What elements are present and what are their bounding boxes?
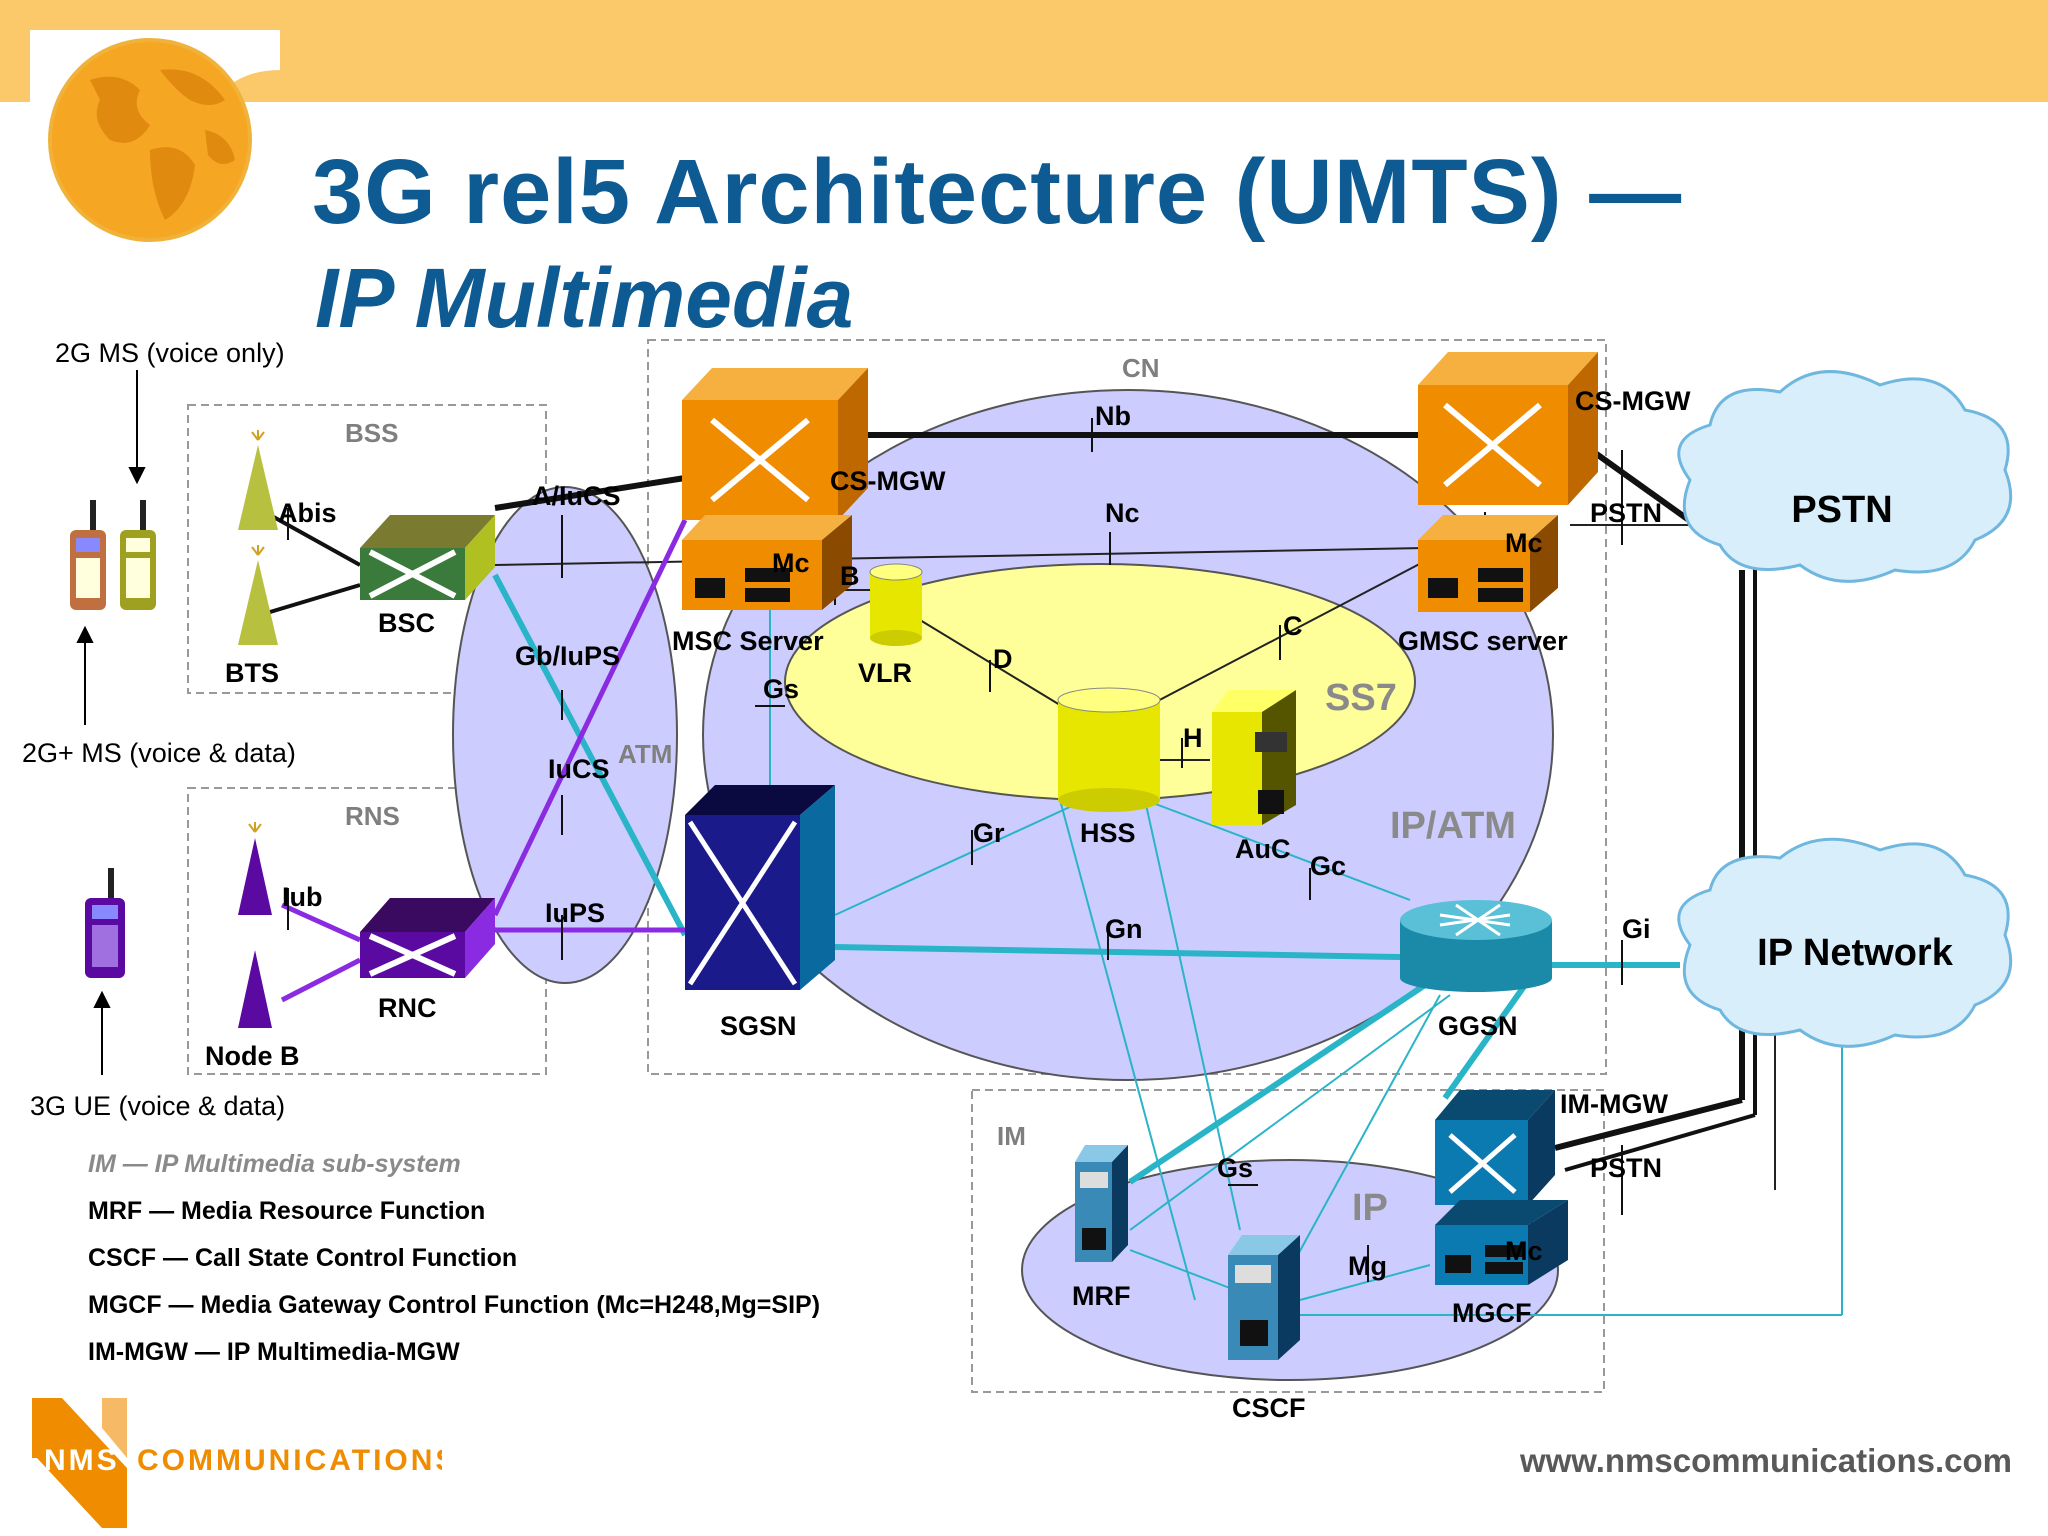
cs-mgw-left-label: CS-MGW bbox=[830, 466, 946, 496]
atm-label: ATM bbox=[618, 739, 672, 769]
pstn-label: PSTN bbox=[1791, 489, 1892, 531]
vlr-label: VLR bbox=[858, 658, 912, 688]
bsc-device bbox=[360, 515, 495, 600]
h-label: H bbox=[1183, 723, 1203, 753]
ipatm-label: IP/ATM bbox=[1390, 805, 1516, 847]
mc-msc-label: Mc bbox=[772, 548, 810, 578]
logo-nms-text: NMS bbox=[44, 1444, 120, 1477]
im-mgw-device bbox=[1435, 1090, 1555, 1205]
iups-label: IuPS bbox=[545, 898, 605, 928]
im-box bbox=[971, 1089, 1605, 1393]
gmsc-server-label: GMSC server bbox=[1398, 626, 1568, 656]
nc-label: Nc bbox=[1105, 498, 1140, 528]
nb-label: Nb bbox=[1095, 401, 1131, 431]
iucs-label: IuCS bbox=[548, 754, 610, 784]
logo-communications-text: COMMUNICATIONS bbox=[137, 1444, 442, 1477]
header-band bbox=[0, 0, 2048, 102]
nms-logo: NMS COMMUNICATIONS bbox=[32, 1398, 442, 1528]
gs-im-label: Gs bbox=[1217, 1153, 1253, 1183]
cs-mgw-right-device bbox=[1418, 352, 1598, 505]
ggsn-router bbox=[1400, 900, 1552, 992]
bsc-label: BSC bbox=[378, 608, 435, 638]
im-mgw-label: IM-MGW bbox=[1560, 1089, 1668, 1119]
mrf-server bbox=[1075, 1145, 1128, 1262]
node-b-tower-2 bbox=[238, 950, 272, 1028]
bts-tower-2 bbox=[238, 545, 278, 645]
atm-ellipse bbox=[452, 486, 678, 984]
d-label: D bbox=[993, 644, 1013, 674]
gr-label: Gr bbox=[973, 818, 1005, 848]
node-b-tower-1 bbox=[238, 822, 272, 915]
auc-label: AuC bbox=[1235, 834, 1291, 864]
phone-2g-icon bbox=[120, 500, 156, 610]
ms2g-label: 2G MS (voice only) bbox=[55, 338, 285, 368]
mrf-label: MRF bbox=[1072, 1281, 1130, 1311]
footer-url: www.nmscommunications.com bbox=[1519, 1442, 2012, 1479]
slide-title: 3G rel5 Architecture (UMTS) — bbox=[312, 141, 1683, 243]
phone-2g-plus-icon bbox=[70, 500, 106, 610]
bts-label: BTS bbox=[225, 658, 279, 688]
sgsn-label: SGSN bbox=[720, 1011, 797, 1041]
iub-label: Iub bbox=[282, 882, 323, 912]
auc-server bbox=[1212, 690, 1296, 825]
hss-label: HSS bbox=[1080, 818, 1136, 848]
ip-network-label: IP Network bbox=[1757, 932, 1954, 974]
mc-mgcf-label: Mc bbox=[1505, 1236, 1543, 1266]
rnc-label: RNC bbox=[378, 993, 437, 1023]
rnc-device bbox=[360, 898, 495, 978]
ms2gplus-label: 2G+ MS (voice & data) bbox=[22, 738, 296, 768]
im-label: IM bbox=[997, 1121, 1026, 1151]
cscf-label: CSCF bbox=[1232, 1393, 1306, 1423]
rns-label: RNS bbox=[345, 801, 400, 831]
bts-tower-1 bbox=[238, 430, 278, 530]
ue3g-label: 3G UE (voice & data) bbox=[30, 1091, 285, 1121]
a-iucs-label: A/IuCS bbox=[532, 481, 621, 511]
mgcf-label: MGCF bbox=[1452, 1298, 1531, 1328]
pstn-top-label: PSTN bbox=[1590, 498, 1662, 528]
gb-iups-label: Gb/IuPS bbox=[515, 641, 620, 671]
vlr-database bbox=[869, 563, 923, 646]
ss7-label: SS7 bbox=[1325, 677, 1397, 719]
ip-network-cloud: IP Network bbox=[1677, 837, 2013, 1048]
pstn-bottom-label: PSTN bbox=[1590, 1153, 1662, 1183]
cscf-server bbox=[1228, 1235, 1300, 1360]
c-label: C bbox=[1283, 611, 1303, 641]
mgcf-device bbox=[1435, 1200, 1568, 1285]
b-label: B bbox=[840, 561, 860, 591]
hss-database bbox=[1057, 687, 1161, 812]
slide-subtitle: IP Multimedia bbox=[315, 251, 854, 345]
gmsc-server-device bbox=[1418, 515, 1558, 612]
gn-label: Gn bbox=[1105, 914, 1143, 944]
mc-gmsc-label: Mc bbox=[1505, 528, 1543, 558]
gi-label: Gi bbox=[1622, 914, 1651, 944]
cn-label: CN bbox=[1122, 353, 1160, 383]
phone-3g-icon bbox=[85, 868, 125, 978]
ip-label: IP bbox=[1352, 1187, 1388, 1229]
msc-server-device bbox=[682, 515, 852, 610]
cs-mgw-left-device bbox=[682, 368, 868, 520]
cs-mgw-right-label: CS-MGW bbox=[1575, 386, 1691, 416]
mg-label: Mg bbox=[1348, 1251, 1387, 1281]
ggsn-label: GGSN bbox=[1438, 1011, 1518, 1041]
abis-label: Abis bbox=[278, 498, 337, 528]
legend-item-mrf: MRF — Media Resource Function bbox=[88, 1197, 486, 1225]
msc-server-label: MSC Server bbox=[672, 626, 824, 656]
sgsn-device bbox=[685, 785, 835, 990]
globe-icon bbox=[30, 30, 280, 245]
gs-core-label: Gs bbox=[763, 674, 799, 704]
legend-item-mgcf: MGCF — Media Gateway Control Function (M… bbox=[88, 1291, 821, 1319]
pstn-cloud: PSTN bbox=[1677, 370, 2013, 583]
node-b-label: Node B bbox=[205, 1041, 300, 1071]
gc-label: Gc bbox=[1310, 851, 1346, 881]
legend: IM — IP Multimedia sub-system MRF — Medi… bbox=[88, 1150, 988, 1385]
legend-item-im-mgw: IM-MGW — IP Multimedia-MGW bbox=[88, 1338, 460, 1366]
bss-label: BSS bbox=[345, 418, 398, 448]
legend-item-im: IM — IP Multimedia sub-system bbox=[88, 1150, 461, 1178]
legend-item-cscf: CSCF — Call State Control Function bbox=[88, 1244, 518, 1272]
